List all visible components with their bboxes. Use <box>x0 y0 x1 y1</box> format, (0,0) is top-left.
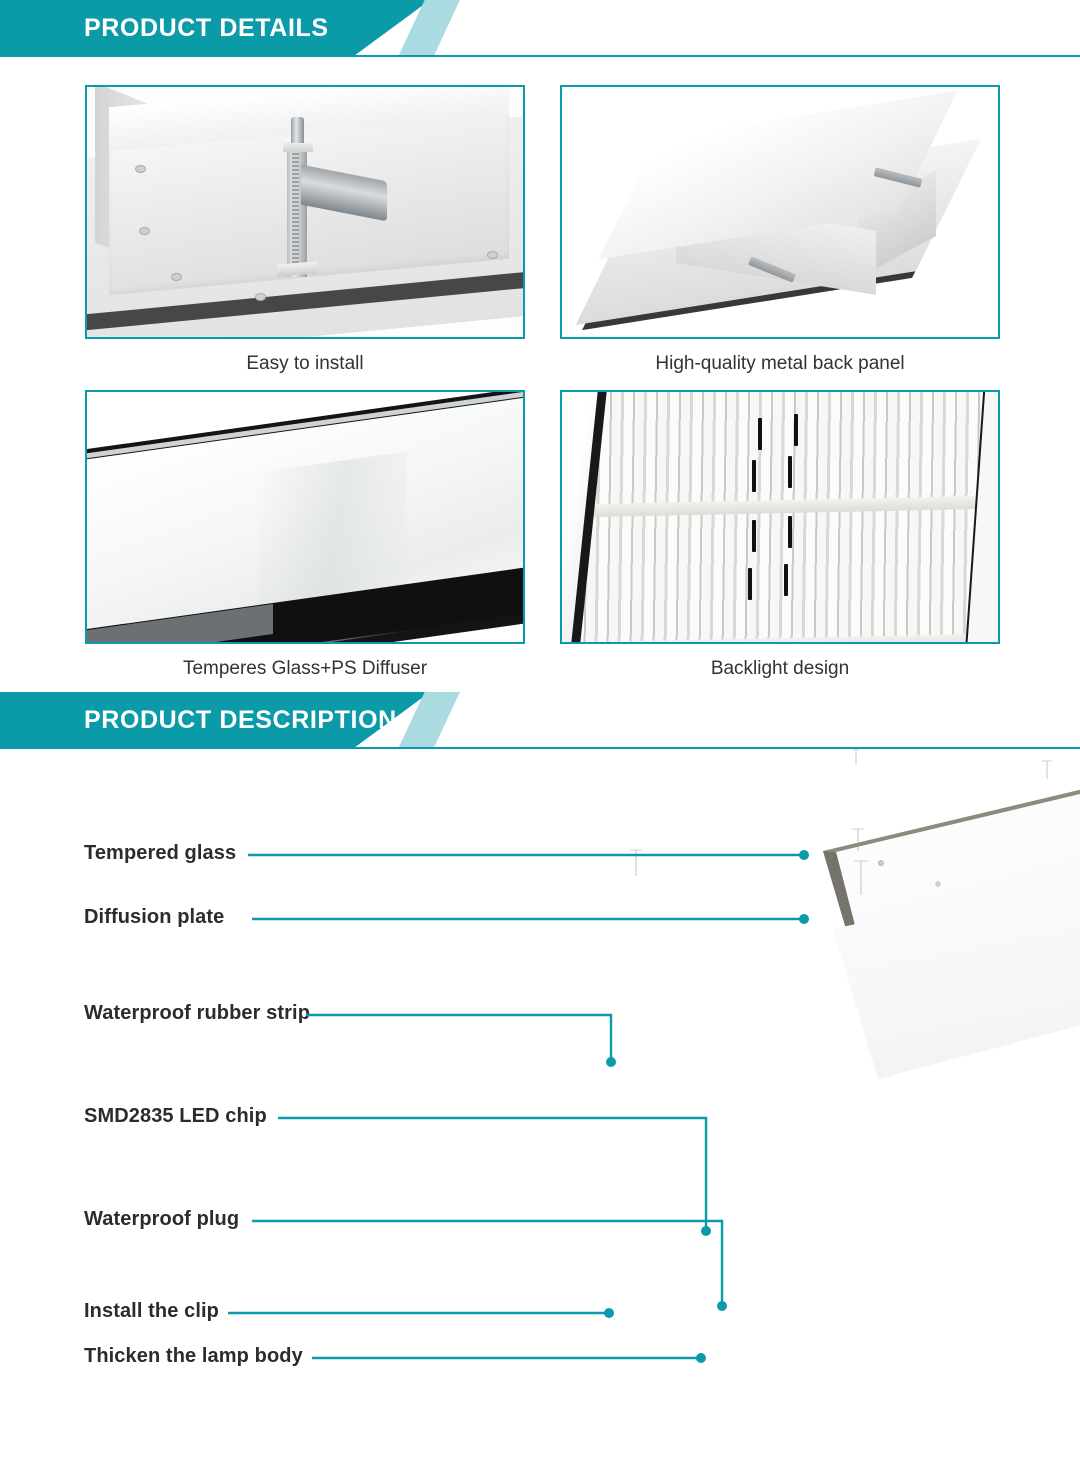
product-details-title: PRODUCT DETAILS <box>84 14 329 42</box>
led-panel-exploded-view <box>0 749 1080 1464</box>
panel-hanger-bracket-photo <box>85 85 525 339</box>
panel-backplate-photo <box>560 85 1000 339</box>
callout-label-waterproof-rubber-strip: Waterproof rubber strip <box>84 1002 311 1024</box>
product-description-section: Tempered glass Diffusion plate Waterproo… <box>0 749 1080 1464</box>
callout-label-waterproof-plug: Waterproof plug <box>84 1208 240 1230</box>
banner-underline <box>0 55 1080 57</box>
product-photo-cell-backlight-design: Backlight design <box>560 390 1000 680</box>
product-photo-caption: Easy to install <box>246 353 364 374</box>
product-photo-cell-glass-diffuser: Temperes Glass+PS Diffuser <box>85 390 525 680</box>
panel-glass-diffuser-photo <box>85 390 525 644</box>
panel-led-backlight-photo <box>560 390 1000 644</box>
callout-label-diffusion-plate: Diffusion plate <box>84 906 225 928</box>
banner-band-shape <box>0 692 430 749</box>
banner-band-shape <box>0 0 430 57</box>
banner-underline <box>0 747 1080 749</box>
product-photo-cell-metal-back-panel: High-quality metal back panel <box>560 85 1000 375</box>
product-photo-caption: Temperes Glass+PS Diffuser <box>182 658 428 679</box>
callout-label-thicken-the-lamp-body: Thicken the lamp body <box>84 1345 303 1367</box>
product-description-banner: PRODUCT DESCRIPTION <box>0 692 1080 749</box>
product-photo-caption: Backlight design <box>710 658 850 679</box>
product-photo-caption: High-quality metal back panel <box>655 353 905 374</box>
callout-label-tempered-glass: Tempered glass <box>84 842 237 864</box>
callout-label-smd2835-led-chip: SMD2835 LED chip <box>84 1105 267 1127</box>
callout-label-install-the-clip: Install the clip <box>84 1300 219 1322</box>
product-details-banner: PRODUCT DETAILS <box>0 0 1080 57</box>
product-photo-cell-easy-to-install: Easy to install <box>85 85 525 375</box>
product-description-title: PRODUCT DESCRIPTION <box>84 706 397 734</box>
mounting-screws <box>630 749 1052 895</box>
layer-diffusion-plate <box>833 875 1080 1079</box>
